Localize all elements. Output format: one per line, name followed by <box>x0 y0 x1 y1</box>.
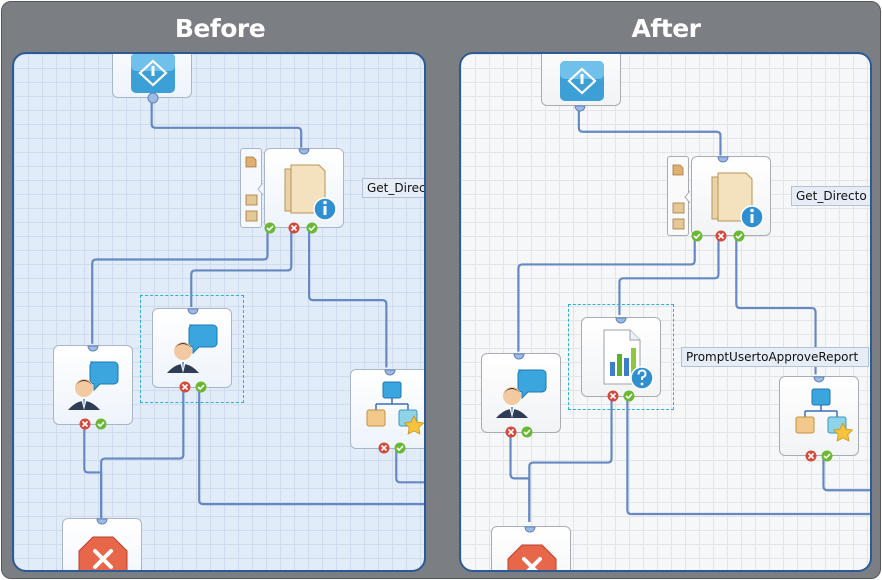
after-activity-sidebar <box>667 156 690 236</box>
check-icon <box>264 222 276 234</box>
before-get-directory-complete-dot[interactable] <box>306 222 318 234</box>
before-left-prompt-success-dot[interactable] <box>95 418 107 430</box>
after-report-input-dot[interactable] <box>615 312 627 324</box>
before-prompt-user-success-dot[interactable] <box>195 381 207 393</box>
check-icon <box>394 442 406 454</box>
before-get-directory-success-dot[interactable] <box>264 222 276 234</box>
check-icon <box>521 426 533 438</box>
start-diamond-icon <box>131 54 175 93</box>
before-hierarchy-node[interactable] <box>350 369 424 449</box>
before-hierarchy-input-dot[interactable] <box>384 364 396 376</box>
before-start-node[interactable] <box>112 54 192 98</box>
after-get-directory-success-dot[interactable] <box>691 230 703 242</box>
before-heading: Before <box>174 14 266 43</box>
after-left-prompt-user-node[interactable] <box>481 353 561 433</box>
after-get-directory-label[interactable]: Get_Directo <box>791 186 870 206</box>
after-report-success-dot[interactable] <box>623 390 635 402</box>
before-hierarchy-failure-dot[interactable] <box>378 442 390 454</box>
after-start-connector-dot[interactable] <box>574 100 586 112</box>
before-selection-box <box>140 295 244 403</box>
after-workflow-canvas[interactable]: Get_Directo PromptUsertoAppro <box>459 52 872 572</box>
after-stop-node[interactable] <box>491 526 571 570</box>
stop-octagon-icon <box>78 536 128 570</box>
after-left-prompt-input-dot[interactable] <box>513 348 525 360</box>
check-icon <box>95 418 107 430</box>
stop-octagon-icon <box>507 544 557 570</box>
before-prompt-user-input-dot[interactable] <box>187 303 199 315</box>
before-workflow-canvas[interactable]: Get_Direc <box>12 52 426 572</box>
before-stop-node[interactable] <box>62 518 142 570</box>
before-left-prompt-input-dot[interactable] <box>87 340 99 352</box>
before-connector-lines <box>83 99 424 518</box>
after-stop-input-dot[interactable] <box>524 521 536 533</box>
after-get-directory-complete-dot[interactable] <box>733 230 745 242</box>
before-get-directory-input-dot[interactable] <box>298 143 310 155</box>
after-get-directory-failure-dot[interactable] <box>715 230 727 242</box>
after-selection-box <box>568 304 674 410</box>
check-icon <box>691 230 703 242</box>
after-hierarchy-node[interactable] <box>779 376 859 456</box>
hierarchy-star-icon <box>795 388 854 442</box>
start-diamond-icon <box>560 61 604 101</box>
check-icon <box>195 381 207 393</box>
after-get-directory-input-dot[interactable] <box>717 151 729 163</box>
folder-info-icon <box>711 172 764 229</box>
after-hierarchy-failure-dot[interactable] <box>805 450 817 462</box>
before-prompt-user-node[interactable] <box>152 308 232 388</box>
after-get-directory-node[interactable] <box>691 156 771 236</box>
after-report-failure-dot[interactable] <box>607 390 619 402</box>
before-get-directory-failure-dot[interactable] <box>288 222 300 234</box>
after-left-prompt-success-dot[interactable] <box>521 426 533 438</box>
x-icon <box>179 381 191 393</box>
after-start-node[interactable] <box>541 54 621 106</box>
after-prompt-label[interactable]: PromptUsertoApproveReport <box>681 347 869 367</box>
report-chart-question-icon <box>603 329 654 390</box>
before-activity-sidebar <box>240 148 263 228</box>
x-icon <box>378 442 390 454</box>
after-report-node[interactable] <box>581 317 661 397</box>
user-speech-bubble-icon <box>68 361 119 410</box>
after-hierarchy-input-dot[interactable] <box>813 371 825 383</box>
after-heading: After <box>631 14 701 43</box>
before-get-directory-label[interactable]: Get_Direc <box>362 178 424 198</box>
after-left-prompt-failure-dot[interactable] <box>505 426 517 438</box>
x-icon <box>715 230 727 242</box>
before-left-prompt-user-node[interactable] <box>53 345 133 425</box>
after-hierarchy-success-dot[interactable] <box>821 450 833 462</box>
before-prompt-user-failure-dot[interactable] <box>179 381 191 393</box>
check-icon <box>623 390 635 402</box>
hierarchy-star-icon <box>366 381 424 435</box>
check-icon <box>821 450 833 462</box>
user-speech-bubble-icon <box>167 324 218 373</box>
user-speech-bubble-icon <box>496 369 547 418</box>
folder-info-icon <box>284 164 337 221</box>
check-icon <box>733 230 745 242</box>
x-icon <box>805 450 817 462</box>
x-icon <box>79 418 91 430</box>
check-icon <box>306 222 318 234</box>
before-start-connector-dot[interactable] <box>147 92 159 104</box>
after-connector-lines <box>509 107 870 522</box>
before-stop-input-dot[interactable] <box>96 513 108 525</box>
x-icon <box>288 222 300 234</box>
before-hierarchy-success-dot[interactable] <box>394 442 406 454</box>
x-icon <box>505 426 517 438</box>
x-icon <box>607 390 619 402</box>
before-left-prompt-failure-dot[interactable] <box>79 418 91 430</box>
before-get-directory-node[interactable] <box>264 148 344 228</box>
